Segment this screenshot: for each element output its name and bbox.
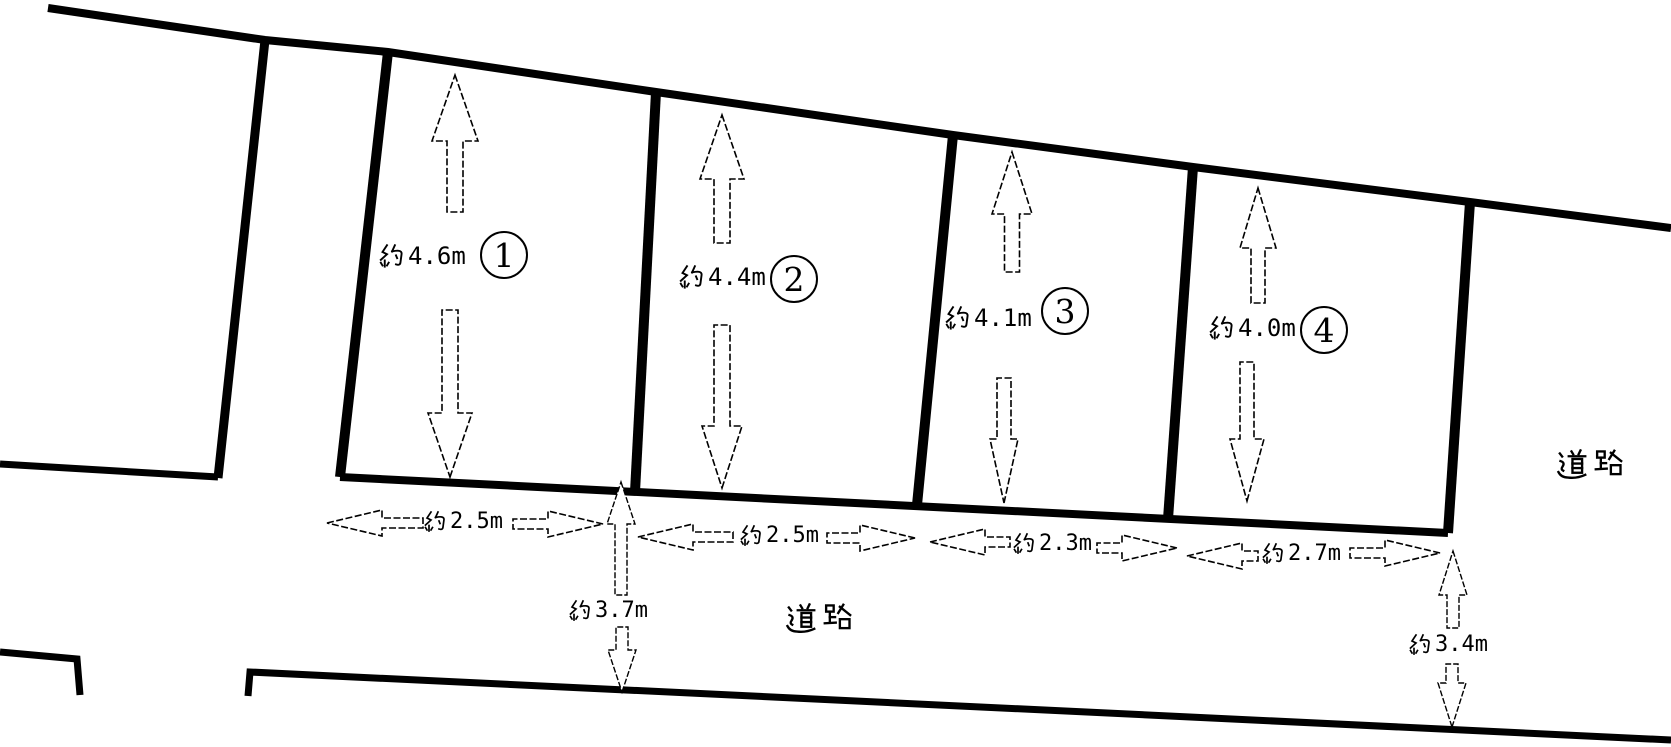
lot2-number-badge: 2 xyxy=(770,255,818,303)
kanji-yaku-icon xyxy=(1012,532,1036,556)
lot1-down-arrow xyxy=(426,309,474,480)
road-label-bottom: 道路 xyxy=(784,602,855,635)
road-width2-label: 3.4m xyxy=(1408,632,1488,657)
lots-south-edge xyxy=(339,473,1449,537)
width1-label: 2.5m xyxy=(423,509,503,534)
kanji-yaku-icon xyxy=(378,243,405,270)
lot4-up-arrow xyxy=(1238,185,1278,304)
width2-right-arrow xyxy=(826,523,916,553)
lot3-down-arrow xyxy=(989,377,1019,504)
kanji-ro-icon xyxy=(1593,448,1626,481)
lot2-down-arrow xyxy=(700,324,744,491)
lot1-number-badge: 1 xyxy=(480,231,528,279)
width1-right-arrow xyxy=(512,509,604,539)
lot1-west-edge xyxy=(335,51,393,478)
width4-right-arrow xyxy=(1349,538,1441,568)
southwest-corner-line xyxy=(0,648,84,696)
kanji-yaku-icon xyxy=(678,264,705,291)
road-width1-label: 3.7m xyxy=(568,598,648,623)
lot4-depth-label: 4.0m xyxy=(1208,314,1296,342)
kanji-yaku-icon xyxy=(944,305,971,332)
width2-label: 2.5m xyxy=(739,523,819,548)
kanji-dou-icon xyxy=(784,602,817,635)
width3-left-arrow xyxy=(929,527,1011,557)
road-width2-up-arrow xyxy=(1438,548,1468,629)
north-boundary-line xyxy=(47,4,1671,232)
road-south-edge xyxy=(244,668,1671,744)
lot1-depth-label: 4.6m xyxy=(378,242,466,270)
kanji-yaku-icon xyxy=(568,599,592,623)
lot1-up-arrow xyxy=(430,72,480,213)
road-width2-down-arrow xyxy=(1437,663,1467,730)
width4-label: 2.7m xyxy=(1261,541,1341,566)
width3-right-arrow xyxy=(1096,533,1178,563)
kanji-yaku-icon xyxy=(423,510,447,534)
width3-label: 2.3m xyxy=(1012,531,1092,556)
kanji-yaku-icon xyxy=(1208,315,1235,342)
kanji-yaku-icon xyxy=(1408,633,1432,657)
lot3-number-badge: 3 xyxy=(1041,287,1089,335)
kanji-dou-icon xyxy=(1555,448,1588,481)
kanji-yaku-icon xyxy=(1261,542,1285,566)
road-label-right: 道路 xyxy=(1555,448,1626,481)
west-side-line xyxy=(0,460,219,481)
lot4-east-edge xyxy=(1443,201,1475,534)
lot2-depth-label: 4.4m xyxy=(678,263,766,291)
divider-lot1-lot2 xyxy=(630,91,661,493)
west-parcel-line xyxy=(213,39,270,479)
lot3-depth-label: 4.1m xyxy=(944,304,1032,332)
width1-left-arrow xyxy=(326,508,424,538)
divider-lot3-lot4 xyxy=(1163,166,1198,520)
road-width1-up-arrow xyxy=(606,479,636,596)
kanji-ro-icon xyxy=(822,602,855,635)
lot3-up-arrow xyxy=(990,149,1034,273)
lot2-up-arrow xyxy=(698,112,746,244)
width4-left-arrow xyxy=(1186,541,1259,571)
lot4-number-badge: 4 xyxy=(1300,306,1348,354)
lot4-down-arrow xyxy=(1228,361,1266,505)
road-width1-down-arrow xyxy=(607,626,637,695)
divider-lot2-lot3 xyxy=(912,134,958,506)
width2-left-arrow xyxy=(637,522,734,552)
kanji-yaku-icon xyxy=(739,524,763,548)
